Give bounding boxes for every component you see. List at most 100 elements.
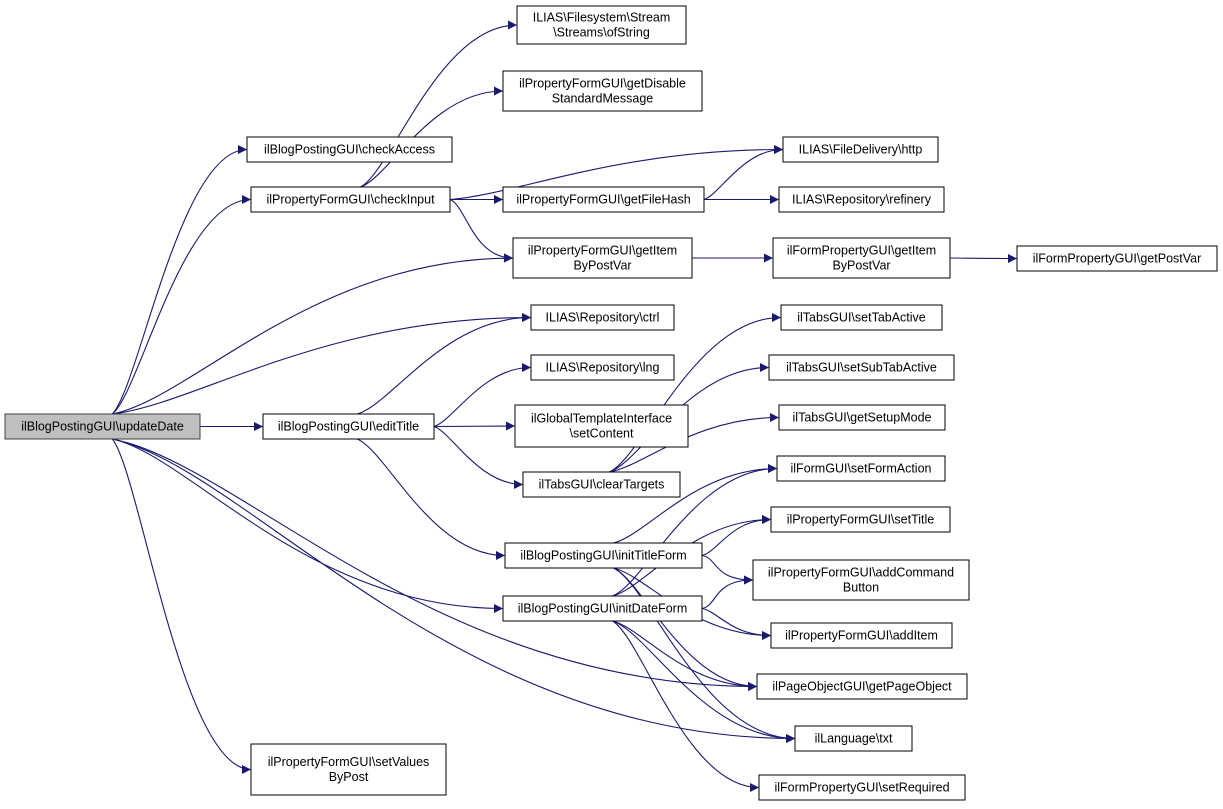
node-label: ilBlogPostingGUI\checkAccess xyxy=(264,143,435,157)
node-label: \Streams\ofString xyxy=(553,26,650,40)
node-updateDate[interactable]: ilBlogPostingGUI\updateDate xyxy=(4,413,201,440)
edge-initDateForm-to-setRequired xyxy=(612,620,760,792)
node-box xyxy=(794,725,913,752)
node-box xyxy=(778,186,945,213)
edge-editTitle-to-lng xyxy=(433,363,532,428)
node-setRequired[interactable]: ilFormPropertyGUI\setRequired xyxy=(758,774,966,801)
node-label: ilPropertyFormGUI\setTitle xyxy=(787,513,935,527)
node-label: ilPropertyFormGUI\checkInput xyxy=(266,193,435,207)
node-refinery[interactable]: ILIAS\Repository\refinery xyxy=(778,186,945,213)
node-box xyxy=(502,186,705,213)
node-box xyxy=(770,506,951,533)
node-setFormAction[interactable]: ilFormGUI\setFormAction xyxy=(776,455,946,482)
node-label: ilTabsGUI\clearTargets xyxy=(539,478,665,492)
node-lng[interactable]: ILIAS\Repository\lng xyxy=(530,354,675,381)
node-label: ilPropertyFormGUI\getItem xyxy=(528,244,677,258)
edge-initTitleForm-to-addCommandButton xyxy=(701,554,754,585)
node-ofString[interactable]: ILIAS\Filesystem\Stream\Streams\ofString xyxy=(516,5,687,45)
node-label: ilBlogPostingGUI\initDateForm xyxy=(518,602,688,616)
edge-updateDate-to-getItemByPostVar xyxy=(112,253,514,415)
edge-editTitle-to-initTitleForm xyxy=(356,438,506,560)
node-label: ILIAS\Repository\ctrl xyxy=(546,311,660,325)
node-http[interactable]: ILIAS\FileDelivery\http xyxy=(782,136,939,163)
edge-initTitleForm-to-setFormAction xyxy=(613,464,778,544)
edge-initTitleForm-to-txt xyxy=(613,567,796,743)
edge-updateDate-to-initDateForm xyxy=(112,438,504,613)
node-label: ilTabsGUI\setTabActive xyxy=(797,311,926,325)
node-editTitle[interactable]: ilBlogPostingGUI\editTitle xyxy=(262,413,435,440)
node-box xyxy=(530,354,675,381)
node-setTitle[interactable]: ilPropertyFormGUI\setTitle xyxy=(770,506,951,533)
node-label: ilBlogPostingGUI\initTitleForm xyxy=(520,549,686,563)
edge-checkInput-to-ofString xyxy=(360,20,518,188)
node-box xyxy=(756,673,968,700)
edge-updateDate-to-ctrl xyxy=(112,313,532,415)
node-box xyxy=(752,559,970,601)
node-label: ilBlogPostingGUI\updateDate xyxy=(21,420,184,434)
node-getFileHash[interactable]: ilPropertyFormGUI\getFileHash xyxy=(502,186,705,213)
node-label: ilBlogPostingGUI\editTitle xyxy=(278,420,419,434)
edge-editTitle-to-clearTargets xyxy=(433,425,524,489)
node-box xyxy=(776,455,946,482)
node-label: ILIAS\Repository\refinery xyxy=(792,193,932,207)
edge-checkInput-to-getDisable xyxy=(360,86,504,188)
node-setTabActive[interactable]: ilTabsGUI\setTabActive xyxy=(780,304,943,331)
node-getSetupMode[interactable]: ilTabsGUI\getSetupMode xyxy=(778,404,946,431)
node-label: ilPropertyFormGUI\addCommand xyxy=(768,566,954,580)
node-box xyxy=(502,595,703,622)
node-layer: ilBlogPostingGUI\updateDate ilBlogPosting… xyxy=(4,5,1218,801)
node-label: ilPropertyFormGUI\addItem xyxy=(785,629,938,643)
node-label: ilTabsGUI\getSetupMode xyxy=(793,411,932,425)
node-checkAccess[interactable]: ilBlogPostingGUI\checkAccess xyxy=(246,136,453,163)
node-box xyxy=(512,237,693,279)
node-label: ILIAS\Repository\lng xyxy=(546,361,660,375)
node-checkInput[interactable]: ilPropertyFormGUI\checkInput xyxy=(250,186,451,213)
edge-editTitle-to-setContent xyxy=(433,421,516,431)
node-getPageObject[interactable]: ilPageObjectGUI\getPageObject xyxy=(756,673,968,700)
node-ctrl[interactable]: ILIAS\Repository\ctrl xyxy=(530,304,675,331)
node-label: ilPropertyFormGUI\getDisable xyxy=(519,77,686,91)
edge-updateDate-to-checkInput xyxy=(111,195,252,415)
node-box xyxy=(504,542,703,569)
node-label: ByPostVar xyxy=(573,259,631,273)
node-setContent[interactable]: ilGlobalTemplateInterface\setContent xyxy=(514,404,689,448)
edge-editTitle-to-ctrl xyxy=(356,313,532,415)
node-label: ilTabsGUI\setSubTabActive xyxy=(786,361,937,375)
node-txt[interactable]: ilLanguage\txt xyxy=(794,725,913,752)
node-initTitleForm[interactable]: ilBlogPostingGUI\initTitleForm xyxy=(504,542,703,569)
node-getPostVar[interactable]: ilFormPropertyGUI\getPostVar xyxy=(1016,245,1218,272)
node-box xyxy=(502,70,703,112)
node-box xyxy=(522,471,681,498)
node-label: ilFormPropertyGUI\setRequired xyxy=(774,781,949,795)
node-getDisable[interactable]: ilPropertyFormGUI\getDisableStandardMess… xyxy=(502,70,703,112)
edge-updateDate-to-checkAccess xyxy=(111,145,248,415)
node-box xyxy=(4,413,201,440)
node-box xyxy=(772,237,951,279)
node-clearTargets[interactable]: ilTabsGUI\clearTargets xyxy=(522,471,681,498)
edge-getFileHash-to-http xyxy=(703,145,784,201)
node-box xyxy=(782,136,939,163)
node-box xyxy=(770,622,953,649)
edge-initDateForm-to-getPageObject xyxy=(612,620,758,691)
node-initDateForm[interactable]: ilBlogPostingGUI\initDateForm xyxy=(502,595,703,622)
node-label: ilFormPropertyGUI\getPostVar xyxy=(1033,252,1202,266)
node-box xyxy=(262,413,435,440)
node-label: ilPageObjectGUI\getPageObject xyxy=(772,680,952,694)
node-box xyxy=(516,5,687,45)
node-label: ByPost xyxy=(329,770,369,784)
node-label: ilLanguage\txt xyxy=(815,732,893,746)
edge-initDateForm-to-addCommandButton xyxy=(701,575,754,610)
node-setSubTabActive[interactable]: ilTabsGUI\setSubTabActive xyxy=(768,354,955,381)
node-addItem[interactable]: ilPropertyFormGUI\addItem xyxy=(770,622,953,649)
node-label: ilPropertyFormGUI\setValues xyxy=(268,755,430,769)
edge-fpGetItemByPostVar-to-getPostVar xyxy=(949,253,1018,263)
node-box xyxy=(758,774,966,801)
edge-checkInput-to-http xyxy=(449,145,784,201)
node-box xyxy=(778,404,946,431)
node-label: ilFormGUI\setFormAction xyxy=(791,462,932,476)
